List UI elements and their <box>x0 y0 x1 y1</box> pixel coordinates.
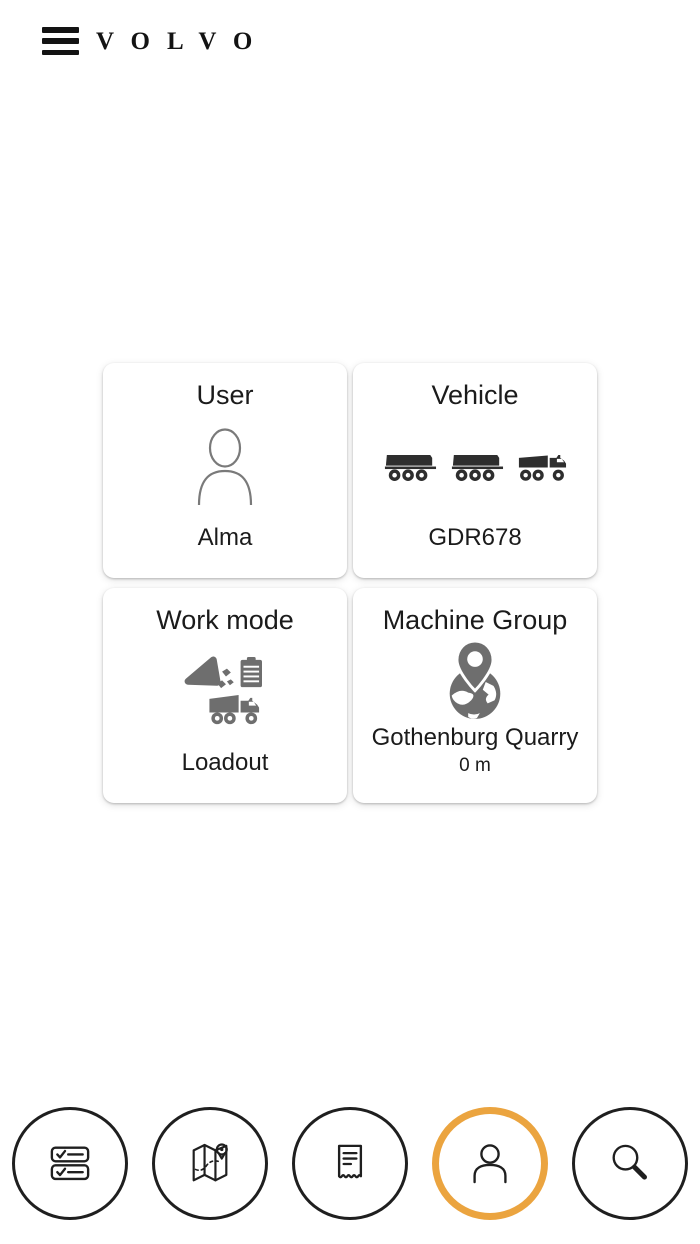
vehicle-id: GDR678 <box>428 524 522 552</box>
map-icon <box>181 1135 239 1193</box>
nav-receipt-button[interactable] <box>292 1107 408 1220</box>
work-mode-card-title: Work mode <box>156 605 294 635</box>
top-bar: VOLVO <box>0 0 700 80</box>
user-card-title: User <box>196 380 254 410</box>
truck-with-trailers-icon <box>383 411 567 525</box>
hamburger-bar <box>42 38 79 44</box>
selection-card-grid: User Alma Vehicle <box>103 363 597 803</box>
machine-group-card[interactable]: Machine Group Gothenburg Quarry 0 m <box>353 588 597 803</box>
person-icon <box>461 1135 519 1193</box>
work-mode-value: Loadout <box>181 749 269 777</box>
loadout-icon <box>184 636 266 750</box>
user-icon <box>195 411 255 525</box>
user-card[interactable]: User Alma <box>103 363 347 578</box>
volvo-logo: VOLVO <box>96 28 270 55</box>
hamburger-bar <box>42 27 79 33</box>
nav-checklist-button[interactable] <box>12 1107 128 1220</box>
machine-group-distance: 0 m <box>459 755 491 776</box>
work-mode-card[interactable]: Work mode <box>103 588 347 803</box>
machine-group-card-title: Machine Group <box>382 605 568 635</box>
hamburger-menu-icon[interactable] <box>42 27 79 55</box>
nav-map-button[interactable] <box>152 1107 268 1220</box>
vehicle-card-title: Vehicle <box>431 380 519 410</box>
nav-search-button[interactable] <box>572 1107 688 1220</box>
hamburger-bar <box>42 49 79 55</box>
machine-group-name: Gothenburg Quarry <box>371 724 579 752</box>
checklist-icon <box>41 1135 99 1193</box>
nav-profile-button[interactable] <box>432 1107 548 1220</box>
search-icon <box>601 1135 659 1193</box>
bottom-navigation <box>12 1107 688 1220</box>
globe-pin-icon <box>439 636 511 725</box>
receipt-icon <box>321 1135 379 1193</box>
vehicle-card[interactable]: Vehicle <box>353 363 597 578</box>
user-name: Alma <box>197 524 253 552</box>
